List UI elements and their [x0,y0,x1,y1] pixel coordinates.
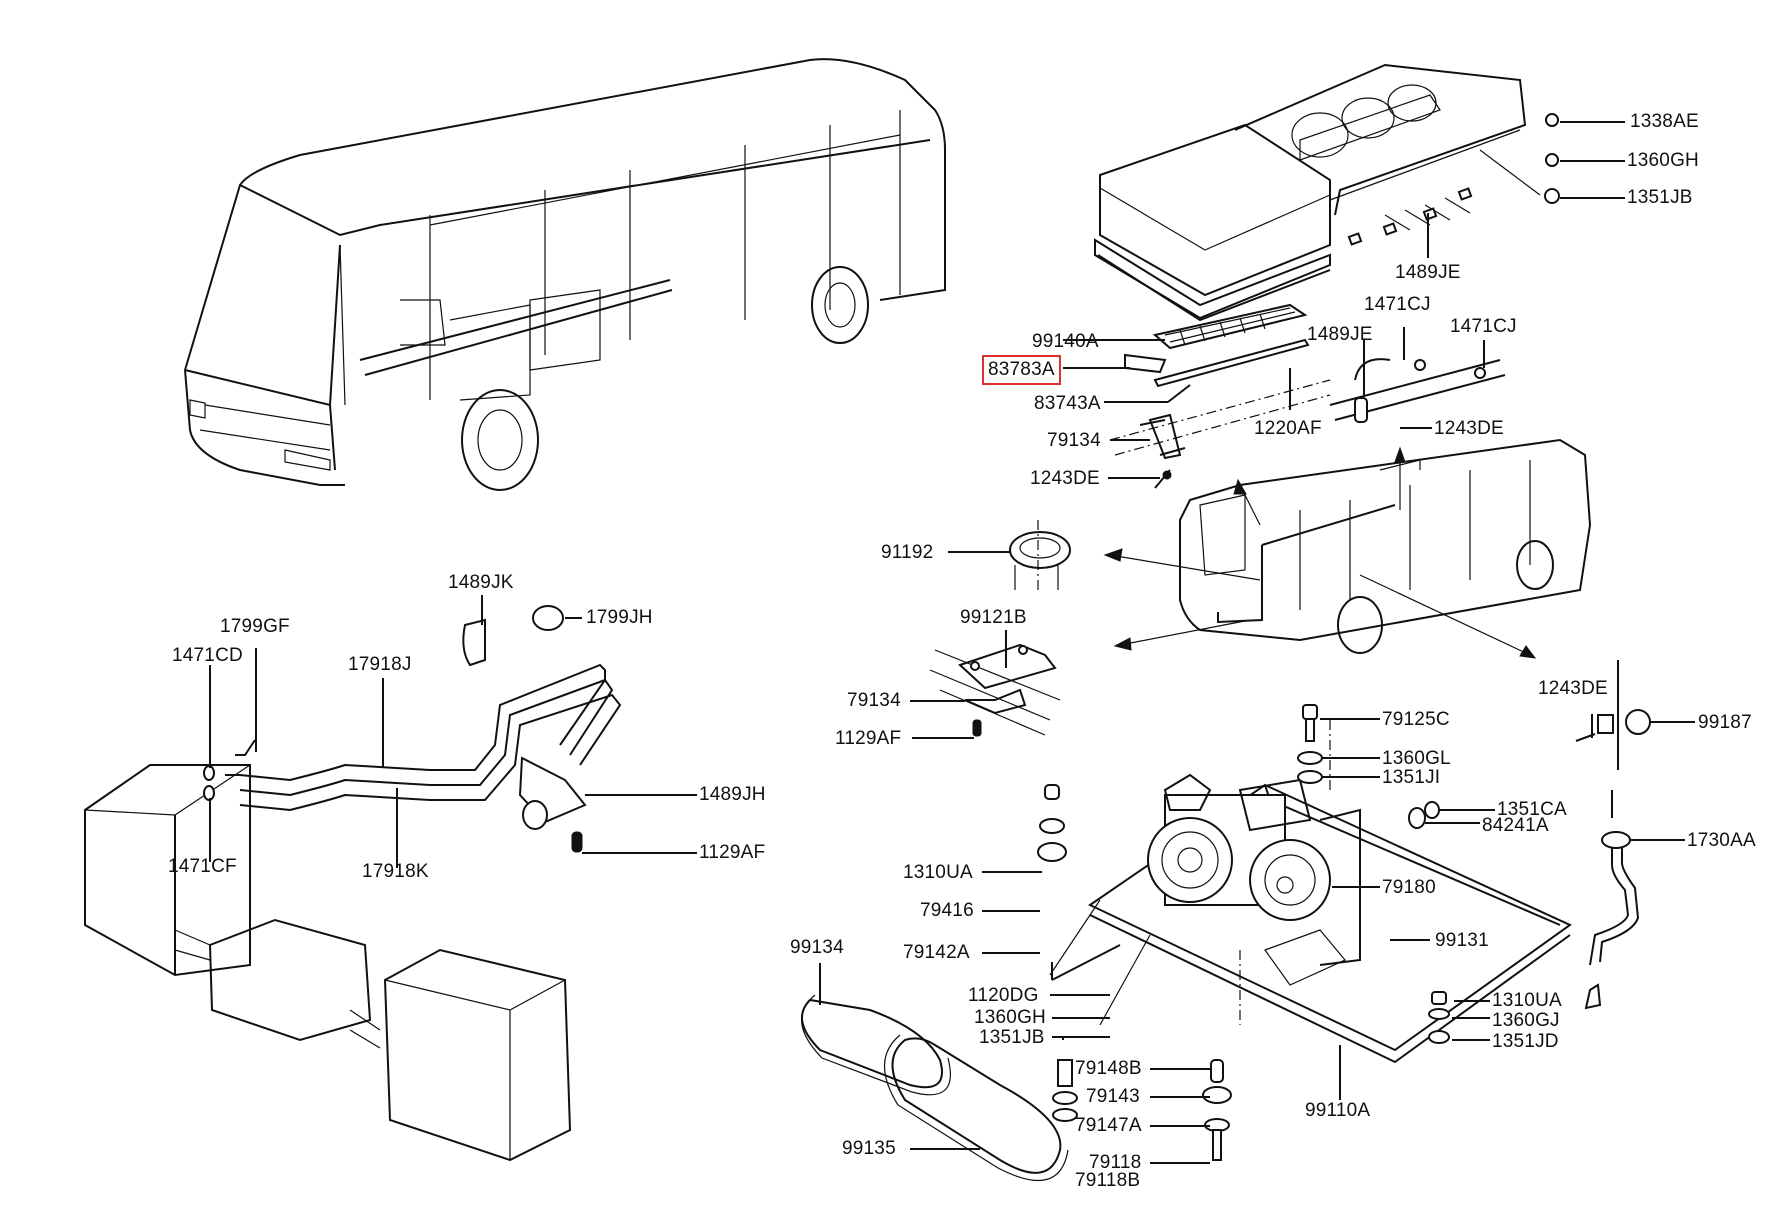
part-label-1730AA[interactable]: 1730AA [1687,830,1756,851]
part-label-79147A[interactable]: 79147A [1075,1115,1142,1136]
part-label-83783A-highlighted[interactable]: 83783A [982,355,1061,385]
part-label-17918K[interactable]: 17918K [362,861,429,882]
direction-arrows [1103,446,1537,659]
bus-illustration-small [1179,438,1592,654]
part-label-79134[interactable]: 79134 [1047,430,1101,451]
part-label-99110A[interactable]: 99110A [1305,1100,1371,1121]
bus-illustration-large [184,58,946,491]
part-label-1360GH[interactable]: 1360GH [1627,150,1699,171]
part-label-83743A[interactable]: 83743A [1034,393,1101,414]
leader-lines [209,121,1695,1164]
part-label-1489JE[interactable]: 1489JE [1307,324,1373,345]
part-label-79125C[interactable]: 79125C [1382,709,1450,730]
part-label-99134[interactable]: 99134 [790,937,844,958]
part-label-1243DE[interactable]: 1243DE [1538,678,1608,699]
part-label-1220AF[interactable]: 1220AF [1254,418,1322,439]
grommet-91192 [1009,520,1071,590]
part-label-79416[interactable]: 79416 [920,900,974,921]
part-label-1471CF[interactable]: 1471CF [168,856,237,877]
part-label-1360GL[interactable]: 1360GL [1382,748,1451,769]
compressor-assembly [1049,720,1572,1064]
part-label-99121B[interactable]: 99121B [960,607,1027,628]
part-label-99135[interactable]: 99135 [842,1138,896,1159]
part-label-1471CD[interactable]: 1471CD [172,645,243,666]
part-label-79118B[interactable]: 79118B [1075,1170,1141,1191]
part-label-1799GF[interactable]: 1799GF [220,616,290,637]
fastener-stack [1037,113,1560,1161]
drive-belts [801,994,1069,1182]
refrigerant-pipes [203,605,622,853]
part-label-1129AF[interactable]: 1129AF [835,728,902,749]
part-label-79143[interactable]: 79143 [1086,1086,1140,1107]
part-label-79142A[interactable]: 79142A [903,942,970,963]
part-label-1799JH[interactable]: 1799JH [586,607,653,628]
part-label-1360GJ[interactable]: 1360GJ [1492,1010,1560,1031]
bracket-79134-upper [1139,413,1186,489]
heater-tank [84,764,572,1162]
part-label-17918J[interactable]: 17918J [348,654,412,675]
part-label-1351JD[interactable]: 1351JD [1492,1031,1559,1052]
part-label-99140A[interactable]: 99140A [1032,331,1099,352]
part-label-1243DE[interactable]: 1243DE [1434,418,1504,439]
part-label-1120DG[interactable]: 1120DG [968,985,1039,1006]
part-label-1310UA[interactable]: 1310UA [903,862,973,883]
part-label-1351CA[interactable]: 1351CA [1497,799,1567,820]
part-label-79134[interactable]: 79134 [847,690,901,711]
part-label-1489JK[interactable]: 1489JK [448,572,514,593]
part-label-1471CJ[interactable]: 1471CJ [1364,294,1431,315]
part-label-1351JI[interactable]: 1351JI [1382,767,1441,788]
part-label-1351JB[interactable]: 1351JB [979,1027,1045,1048]
part-label-1351JB[interactable]: 1351JB [1627,187,1693,208]
part-label-1338AE[interactable]: 1338AE [1630,111,1699,132]
part-label-84241A[interactable]: 84241A [1482,815,1549,836]
part-label-79148B[interactable]: 79148B [1075,1058,1142,1079]
roof-ac-unit [1094,63,1541,322]
part-label-91192[interactable]: 91192 [881,542,934,563]
part-label-79180[interactable]: 79180 [1382,877,1436,898]
part-label-1360GH[interactable]: 1360GH [974,1007,1046,1028]
pipe-clip-99187 [1575,660,1651,1010]
part-label-99131[interactable]: 99131 [1435,930,1489,951]
part-label-1129AF[interactable]: 1129AF [699,842,766,863]
bracket-99121B [929,643,1061,737]
part-label-99187[interactable]: 99187 [1698,712,1752,733]
grille-and-seal-parts [1124,303,1310,388]
part-label-1489JH[interactable]: 1489JH [699,784,766,805]
part-label-79118[interactable]: 79118 [1089,1152,1142,1173]
part-label-1243DE[interactable]: 1243DE [1030,468,1100,489]
part-label-1489JE[interactable]: 1489JE [1395,262,1461,283]
pipe-clamp-assembly [1109,358,1506,456]
part-label-1310UA[interactable]: 1310UA [1492,990,1562,1011]
part-label-1471CJ[interactable]: 1471CJ [1450,316,1517,337]
